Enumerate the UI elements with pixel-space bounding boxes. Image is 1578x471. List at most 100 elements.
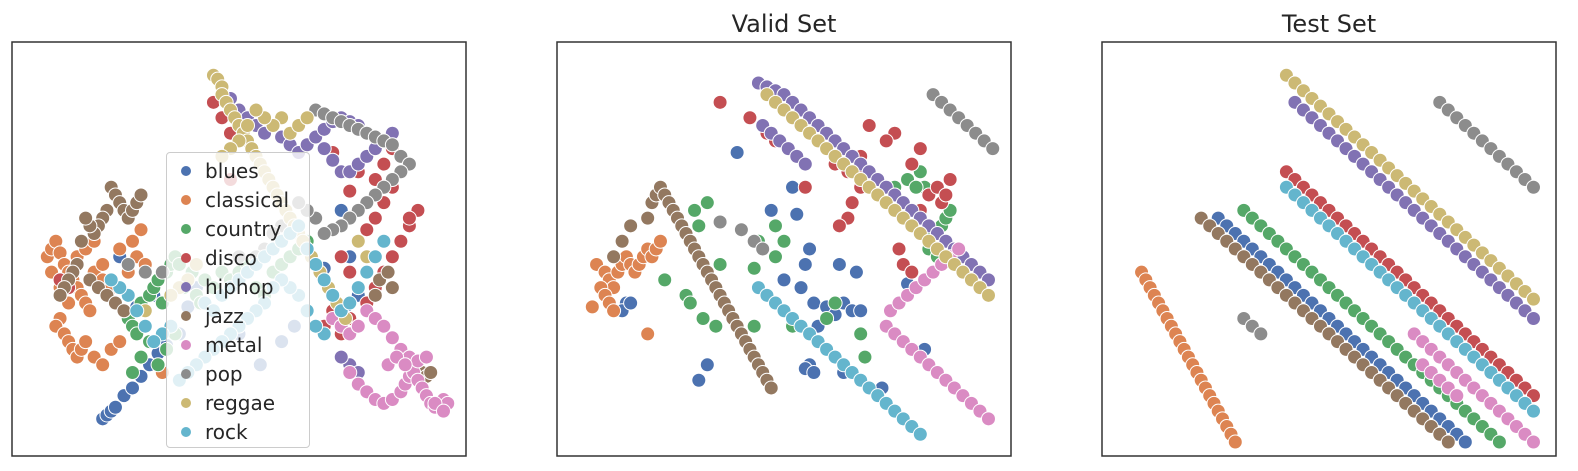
panel-frame	[11, 41, 467, 457]
point-disco	[938, 187, 954, 203]
point-rock	[1525, 403, 1541, 419]
point-metal	[980, 411, 996, 427]
legend-item-rock: rock	[167, 417, 248, 446]
point-metal	[350, 318, 366, 334]
point-metal	[384, 330, 400, 346]
point-classical	[78, 334, 94, 350]
point-country	[776, 233, 792, 249]
point-country	[819, 310, 835, 326]
point-disco	[367, 210, 383, 226]
legend-swatch	[181, 281, 191, 292]
point-blues	[763, 202, 779, 218]
legend-item-jazz: jazz	[167, 301, 244, 330]
point-rock	[103, 272, 119, 288]
legend-item-classical: classical	[167, 185, 289, 214]
point-disco	[712, 94, 728, 110]
legend-label: rock	[205, 419, 248, 444]
legend-swatch	[181, 368, 191, 379]
point-metal	[1449, 388, 1465, 404]
point-disco	[742, 110, 758, 126]
point-pop	[120, 256, 136, 272]
point-metal	[418, 349, 434, 365]
point-rock	[308, 318, 324, 334]
legend-item-blues: blues	[167, 156, 259, 185]
point-country	[708, 318, 724, 334]
legend-label: blues	[205, 158, 259, 183]
point-classical	[584, 299, 600, 315]
legend-swatch	[181, 339, 191, 350]
point-blues	[785, 179, 801, 195]
point-hiphop	[325, 152, 341, 168]
point-pop	[755, 241, 771, 257]
point-country	[853, 326, 869, 342]
point-pop	[1525, 179, 1541, 195]
point-jazz	[763, 380, 779, 396]
legend-item-reggae: reggae	[167, 388, 275, 417]
point-classical	[125, 233, 140, 249]
point-hiphop	[333, 349, 349, 365]
point-blues	[831, 256, 847, 272]
point-country	[125, 365, 140, 381]
point-disco	[878, 133, 894, 149]
point-disco	[861, 117, 877, 133]
point-blues	[806, 295, 822, 311]
point-reggae	[350, 233, 366, 249]
point-country	[682, 295, 698, 311]
point-blues	[107, 399, 123, 415]
panel-title: Test Set	[1281, 10, 1376, 38]
point-jazz	[367, 287, 383, 303]
point-reggae	[299, 110, 315, 126]
legend-label: classical	[205, 187, 290, 212]
point-rock	[146, 334, 162, 350]
point-blues	[853, 303, 869, 319]
point-country	[767, 249, 783, 265]
point-classical	[606, 303, 622, 319]
point-blues	[729, 145, 745, 160]
point-blues	[797, 256, 813, 272]
point-reggae	[240, 117, 256, 133]
point-disco	[904, 264, 920, 280]
point-metal	[435, 403, 451, 419]
point-blues	[623, 295, 639, 311]
legend-item-disco: disco	[167, 243, 257, 272]
point-blues	[699, 357, 715, 373]
point-pop	[384, 137, 400, 153]
legend-swatch	[181, 397, 191, 408]
point-blues	[1457, 434, 1473, 450]
point-blues	[793, 280, 809, 296]
point-disco	[384, 249, 400, 265]
point-disco	[942, 172, 958, 188]
point-rock	[912, 426, 928, 442]
point-country	[687, 202, 703, 218]
point-disco	[912, 141, 928, 157]
legend-label: jazz	[205, 303, 244, 328]
panel-2: Valid Set	[556, 10, 1012, 457]
legend-item-metal: metal	[167, 330, 262, 359]
point-rock	[325, 287, 341, 303]
point-country	[767, 218, 783, 234]
point-classical	[133, 222, 149, 238]
panel-frame	[556, 41, 1012, 457]
point-jazz	[623, 218, 639, 234]
point-classical	[652, 233, 668, 249]
point-disco	[393, 233, 409, 249]
point-disco	[831, 218, 847, 234]
point-country	[150, 357, 166, 373]
point-blues	[806, 365, 822, 381]
point-pop	[985, 141, 1001, 157]
point-pop	[712, 214, 728, 230]
legend-swatch	[181, 194, 191, 205]
point-jazz	[116, 303, 132, 319]
legend-label: hiphop	[205, 274, 274, 299]
point-jazz	[73, 233, 89, 249]
point-country	[691, 218, 707, 234]
point-classical	[95, 256, 111, 272]
legend-item-hiphop: hiphop	[167, 272, 274, 301]
point-rock	[316, 272, 332, 288]
point-metal	[951, 241, 967, 257]
point-country	[699, 195, 715, 211]
point-blues	[691, 372, 707, 388]
legend-swatch	[181, 223, 191, 234]
point-reggae	[980, 287, 996, 303]
point-rock	[359, 264, 375, 280]
